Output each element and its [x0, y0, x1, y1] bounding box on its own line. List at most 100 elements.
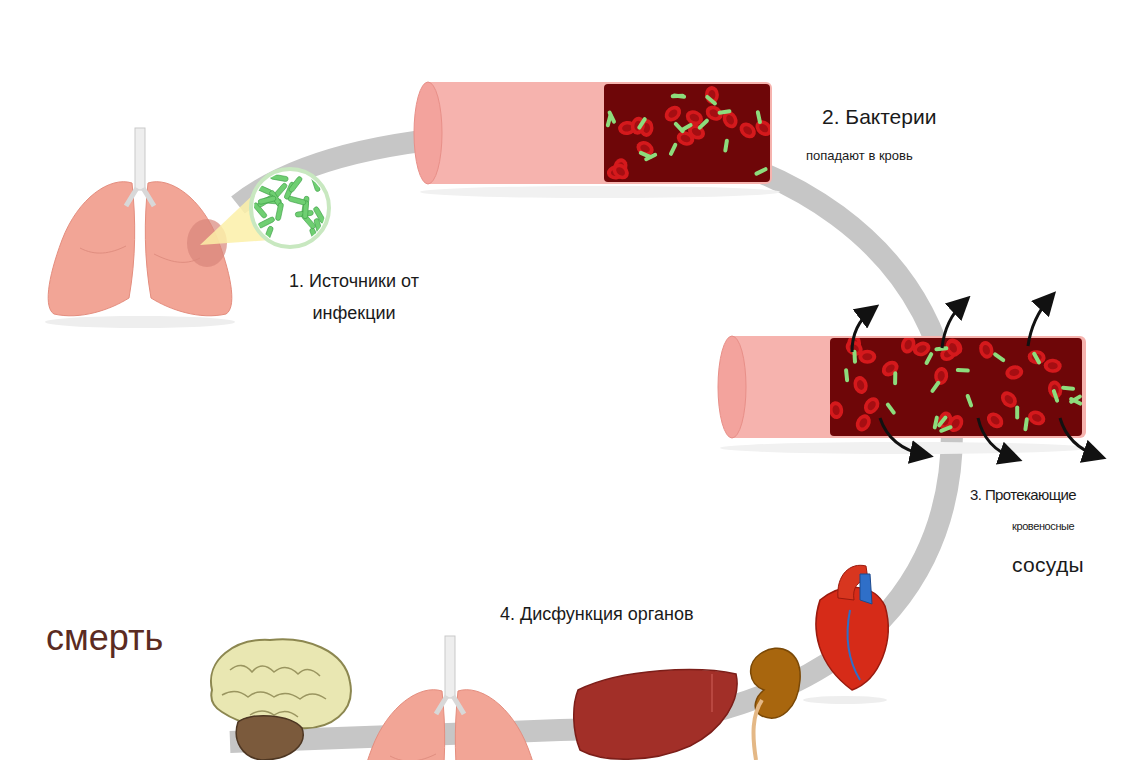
cell-body	[945, 412, 966, 435]
cell-body	[1027, 349, 1046, 365]
cerebellum	[236, 716, 303, 760]
cell-center	[1003, 393, 1015, 405]
red-blood-cell	[736, 119, 759, 141]
red-blood-cell	[851, 374, 869, 395]
bacterium	[723, 138, 729, 152]
brain-cortex	[211, 639, 351, 729]
leak-arrows	[852, 298, 1098, 458]
bacterium	[1015, 405, 1019, 419]
step-label: 3. Протекающие	[970, 486, 1120, 504]
cell-center	[680, 134, 692, 144]
cell-body	[1004, 364, 1025, 382]
step-label: кровеносные	[1012, 520, 1122, 533]
bacterium	[309, 227, 320, 246]
bacterium	[288, 176, 303, 193]
bacterium	[1051, 389, 1059, 404]
liver	[574, 670, 737, 760]
cell-center	[856, 379, 865, 391]
bacterium	[717, 109, 731, 115]
cell-body	[1043, 358, 1062, 373]
bacterium	[1061, 386, 1075, 391]
shadow	[45, 316, 235, 328]
cell-body	[879, 358, 902, 380]
cell-center	[862, 353, 872, 360]
cell-center	[937, 371, 945, 382]
ureter	[754, 700, 762, 760]
bacterium	[965, 393, 974, 408]
bacterium	[671, 94, 685, 98]
bacterium	[844, 368, 849, 382]
cell-center	[1031, 413, 1043, 424]
cell-body	[736, 119, 759, 141]
red-blood-cell	[984, 409, 1007, 431]
red-blood-cell	[1026, 408, 1048, 428]
cell-center	[832, 405, 840, 416]
cell-center	[903, 339, 913, 351]
cell-center	[981, 344, 991, 356]
bacterium	[1031, 351, 1041, 365]
red-blood-cell	[879, 358, 902, 380]
cell-body	[853, 412, 874, 435]
red-blood-cell	[933, 366, 949, 386]
shadow	[420, 186, 780, 198]
bacterium	[258, 196, 277, 205]
step-label: сосуды	[1012, 552, 1132, 577]
bacteria-group	[252, 173, 326, 246]
step-label: 1. Источники от инфекции	[288, 266, 420, 329]
leak-arrow	[880, 418, 925, 455]
bacterium	[924, 351, 934, 365]
cell-body	[830, 400, 844, 420]
cell-body	[899, 338, 918, 355]
cell-center	[866, 399, 877, 411]
liver-line	[711, 674, 713, 712]
cell-center	[725, 114, 736, 126]
cell-body	[662, 102, 685, 124]
coronary-vessel	[848, 610, 860, 680]
leak-arrow	[852, 310, 872, 352]
cell-center	[622, 124, 633, 132]
bacterium	[673, 121, 685, 134]
heart	[803, 565, 888, 704]
red-blood-cell	[861, 394, 883, 417]
brain-gyri	[222, 665, 326, 717]
heart-body	[816, 587, 888, 690]
cell-center	[989, 414, 1001, 426]
red-blood-cell	[899, 338, 918, 355]
vessel-end	[414, 82, 442, 184]
cell-center	[688, 112, 700, 123]
vena-cava	[860, 574, 872, 604]
red-blood-cell	[945, 412, 966, 435]
cell-center	[916, 344, 928, 354]
bacterium	[754, 167, 768, 177]
bacterium	[697, 118, 710, 131]
bacterium	[932, 415, 939, 430]
lungs	[48, 128, 232, 316]
bacterium	[313, 206, 326, 224]
blood-cells	[605, 86, 770, 182]
vessel-wall	[732, 336, 842, 438]
bacterium	[668, 142, 678, 156]
bacterium	[288, 196, 307, 205]
blood-cells	[830, 338, 1082, 435]
cell-body	[861, 394, 883, 417]
blood	[604, 84, 770, 182]
bacterium	[263, 226, 274, 245]
bacterium	[930, 380, 941, 394]
bacterium	[270, 174, 289, 182]
cell-center	[742, 124, 754, 136]
bacterium	[1023, 417, 1029, 431]
cell-center	[948, 342, 959, 354]
step-label: 4. Дисфункция органов	[500, 604, 790, 626]
bacterium	[956, 368, 970, 373]
vessel-wall	[428, 82, 618, 184]
bacterium	[704, 94, 717, 106]
cell-body	[977, 339, 996, 360]
red-blood-cell	[1004, 364, 1025, 382]
vessel-wall	[826, 336, 1086, 438]
bacterium	[605, 113, 612, 128]
outcome-label: смерть	[46, 616, 226, 659]
vessel-end	[718, 336, 746, 438]
lungs	[358, 636, 542, 760]
